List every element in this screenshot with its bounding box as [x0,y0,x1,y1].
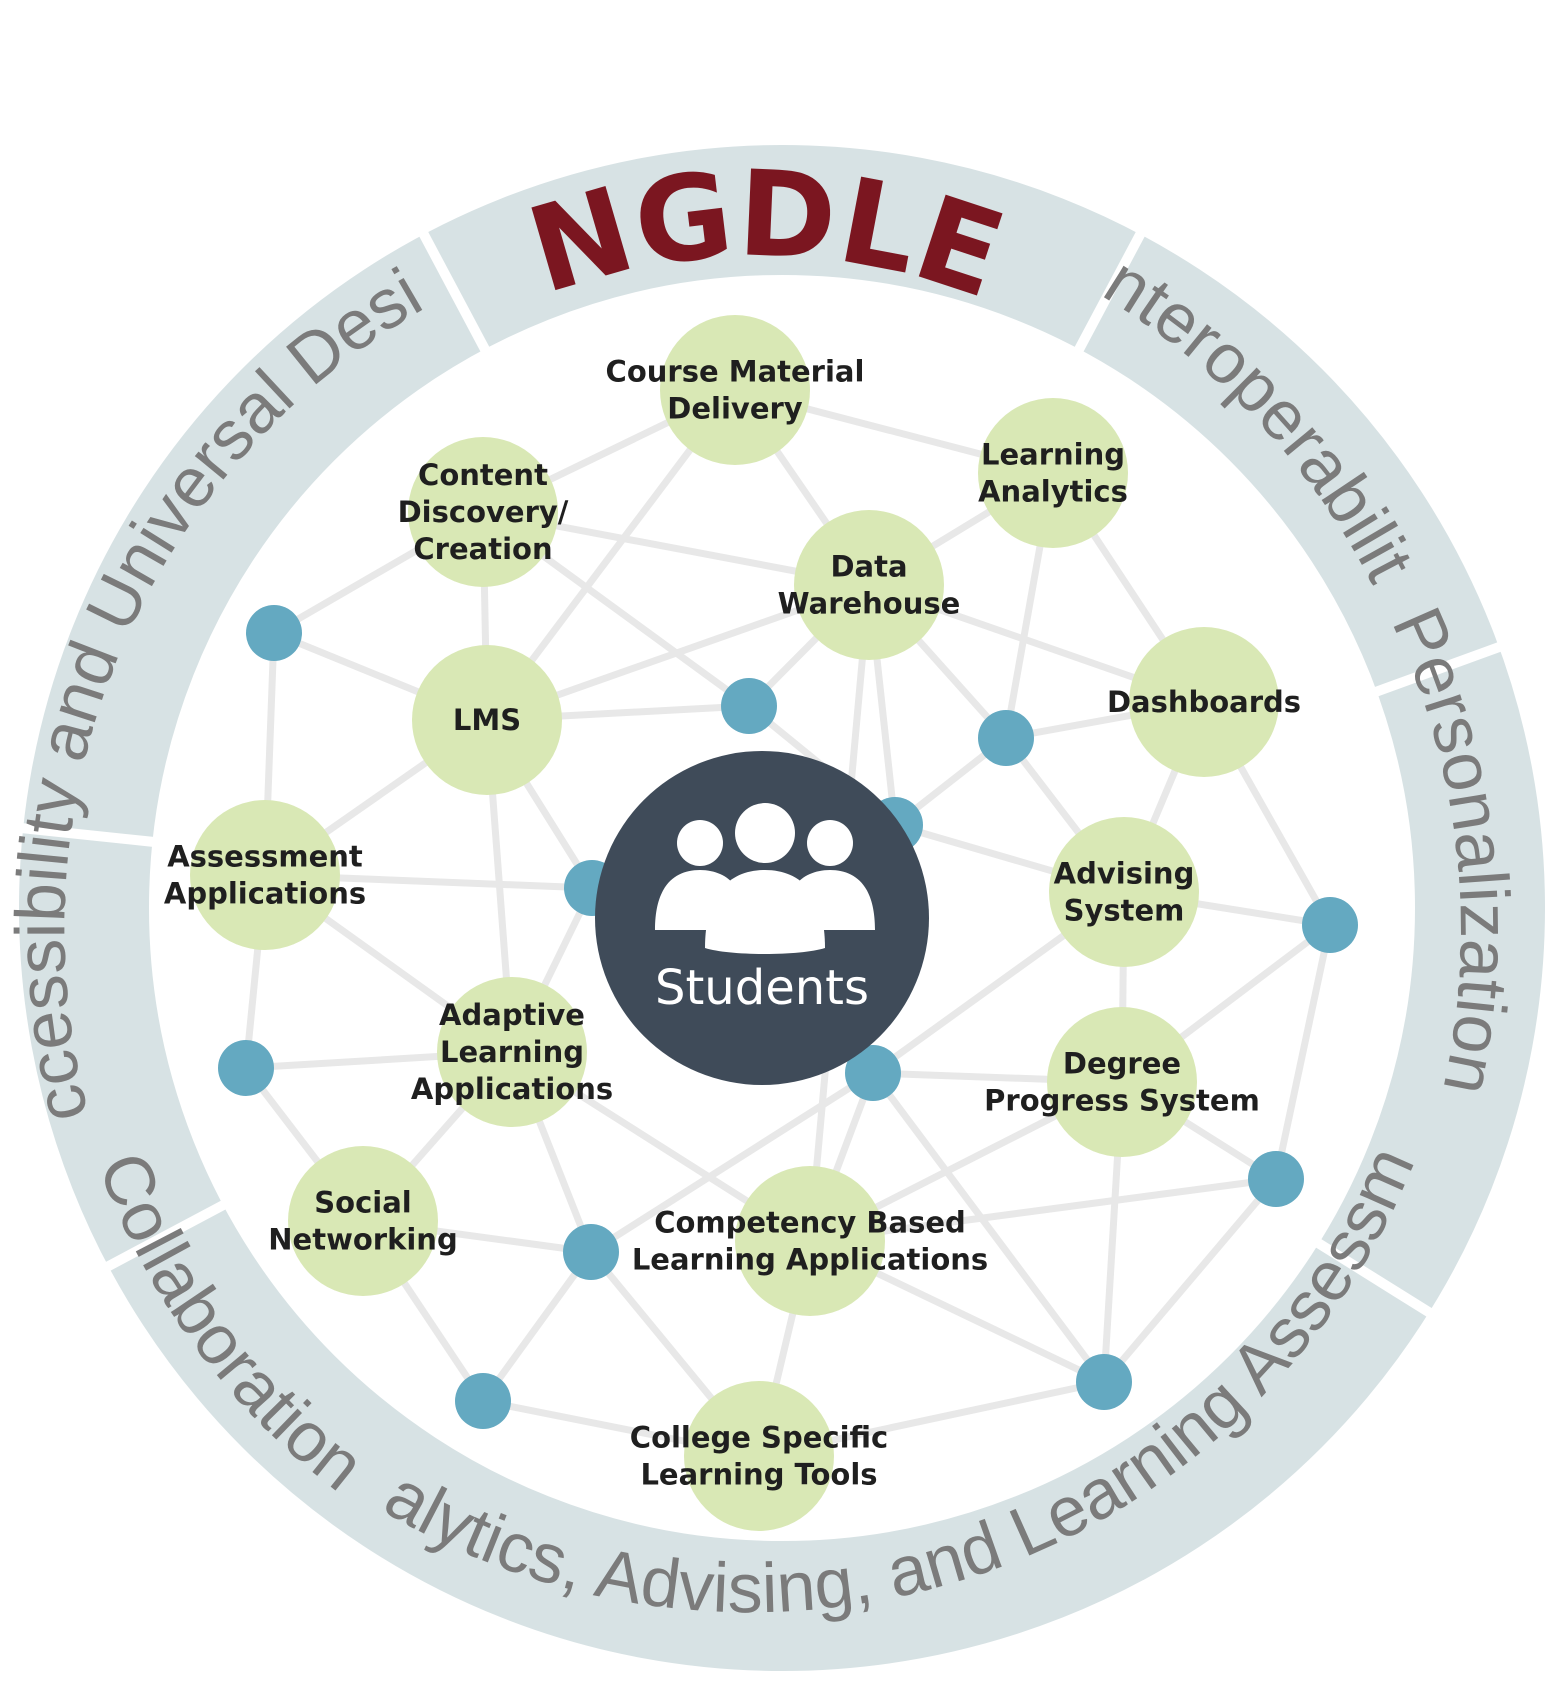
node-label: Discovery/ [398,495,569,529]
hub-dot [721,678,777,734]
node-label: Dashboards [1107,685,1301,719]
hub-dot [978,710,1034,766]
ring-divider [15,822,156,848]
network-nodes: Course MaterialDeliveryLearningAnalytics… [164,315,1301,1531]
network-edge [589,1070,875,1255]
node-label: Social [314,1186,411,1220]
node-label: Adaptive [439,998,585,1032]
node-label: Learning Applications [632,1243,988,1277]
node-label: Content [418,458,548,492]
hub-dot [563,1224,619,1280]
node-label: Learning [440,1035,584,1069]
node-circle [437,977,587,1127]
node-label: System [1064,894,1185,928]
hub-dot [1076,1354,1132,1410]
node-label: Applications [411,1072,613,1106]
node-circle [190,800,340,950]
ring-divider [1372,639,1508,698]
users-group-icon [655,803,875,954]
network-edge [870,1070,1107,1385]
ring-band [19,145,1545,1671]
ring-divider [416,225,491,355]
node-label: Warehouse [778,587,961,621]
node-circle [735,1166,885,1316]
node-label: Delivery [667,392,802,426]
node-label: LMS [453,703,521,737]
node-circle [408,437,558,587]
network-edge [809,1175,1277,1245]
node-circle [660,315,810,465]
node-label: Learning Tools [640,1458,877,1492]
network-edge [480,1249,594,1404]
node-circle [1129,627,1279,777]
node-label: Advising [1054,857,1195,891]
hub-dot [1302,897,1358,953]
node-label: Competency Based [654,1206,966,1240]
node-label: Data [830,550,907,584]
hub-dot [455,1373,511,1429]
ring-divider [1073,225,1148,355]
node-circle [288,1146,438,1296]
node-dashboards: Dashboards [1107,627,1301,777]
node-label: Creation [413,532,552,566]
node-circle [684,1381,834,1531]
node-circle [794,510,944,660]
ring-divider [1313,1237,1438,1321]
node-circle [1049,817,1199,967]
page-title: NGDLE [514,144,1019,325]
node-label: Learning [981,438,1125,472]
students-label: Students [655,960,869,1016]
node-circle [978,398,1128,548]
network-edge [1101,1176,1279,1385]
node-label: Progress System [984,1084,1260,1118]
node-label: Course Material [606,355,865,389]
node-label: Networking [268,1223,457,1257]
network-hubs [218,605,1358,1429]
node-label: Analytics [978,475,1128,509]
node-lms: LMS [412,645,562,795]
ring-divider [99,1199,229,1274]
hub-dot [1248,1151,1304,1207]
hub-dot [845,1045,901,1101]
hub-dot [246,605,302,661]
node-circle [412,645,562,795]
hub-dot [218,1040,274,1096]
students-center: Students [595,751,929,1085]
node-label: Assessment [167,840,363,874]
node-label: Applications [164,877,366,911]
node-label: Degree [1063,1047,1181,1081]
node-circle [1047,1007,1197,1157]
node-label: College Specific [630,1421,888,1455]
outer-ring [15,145,1545,1671]
network-edge [1272,924,1334,1180]
ring-dividers [15,225,1508,1321]
